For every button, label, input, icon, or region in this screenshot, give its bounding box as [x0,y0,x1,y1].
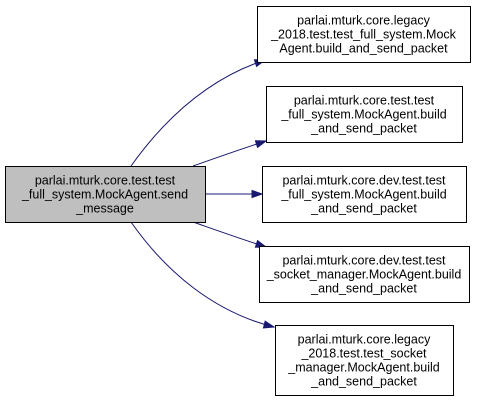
node-label-line: _and_send_packet [310,202,417,216]
edge-n0-n2 [192,140,267,167]
node-box [262,166,467,223]
edge-n0-n5 [130,221,275,328]
graph-node-n1[interactable]: parlai.mturk.core.legacy_2018.test.test_… [257,6,471,63]
node-label-line: _full_system.MockAgent.build [280,108,446,122]
node-label-line: _2018.test.test_full_system.Mock [270,28,457,42]
node-box [259,246,470,303]
node-label-line: _full_system.MockAgent.build [280,188,446,202]
arrowhead [251,189,264,199]
graph-node-n2[interactable]: parlai.mturk.core.test.test_full_system.… [266,86,463,143]
node-label-line: _socket_manager.MockAgent.build [266,268,462,282]
node-label-line: _and_send_packet [310,122,417,136]
edge-n0-n4 [192,221,267,248]
nodes-layer: parlai.mturk.core.test.test_full_system.… [5,6,471,396]
edges-layer [130,59,276,329]
arrowhead [254,140,268,149]
graph-node-n4[interactable]: parlai.mturk.core.dev.test.test_socket_m… [259,246,470,303]
node-label-line: Agent.build_and_send_packet [279,42,448,56]
arrowhead [262,320,276,329]
node-label-line: _and_send_packet [310,375,417,389]
node-label-line: parlai.mturk.core.dev.test.test [282,254,446,268]
edge-n0-n1 [130,59,266,167]
node-box [5,166,206,223]
node-box [266,86,463,143]
node-label-line: parlai.mturk.core.dev.test.test [282,174,446,188]
node-box [257,6,471,63]
node-label-line: parlai.mturk.core.legacy [297,14,430,28]
node-label-line: parlai.mturk.core.test.test [35,174,176,188]
node-label-line: parlai.mturk.core.test.test [294,94,435,108]
node-label-line: parlai.mturk.core.legacy [298,333,431,347]
node-label-line: _and_send_packet [310,282,417,296]
node-label-line: _message [75,202,134,216]
graph-node-n0[interactable]: parlai.mturk.core.test.test_full_system.… [5,166,206,223]
node-label-line: _manager.MockAgent.build [287,361,440,375]
graph-node-n5[interactable]: parlai.mturk.core.legacy_2018.test.test_… [275,325,454,396]
node-label-line: _full_system.MockAgent.send [21,188,188,202]
node-label-line: _2018.test.test_socket [300,347,427,361]
node-box [275,325,454,396]
graph-node-n3[interactable]: parlai.mturk.core.dev.test.test_full_sys… [262,166,467,223]
